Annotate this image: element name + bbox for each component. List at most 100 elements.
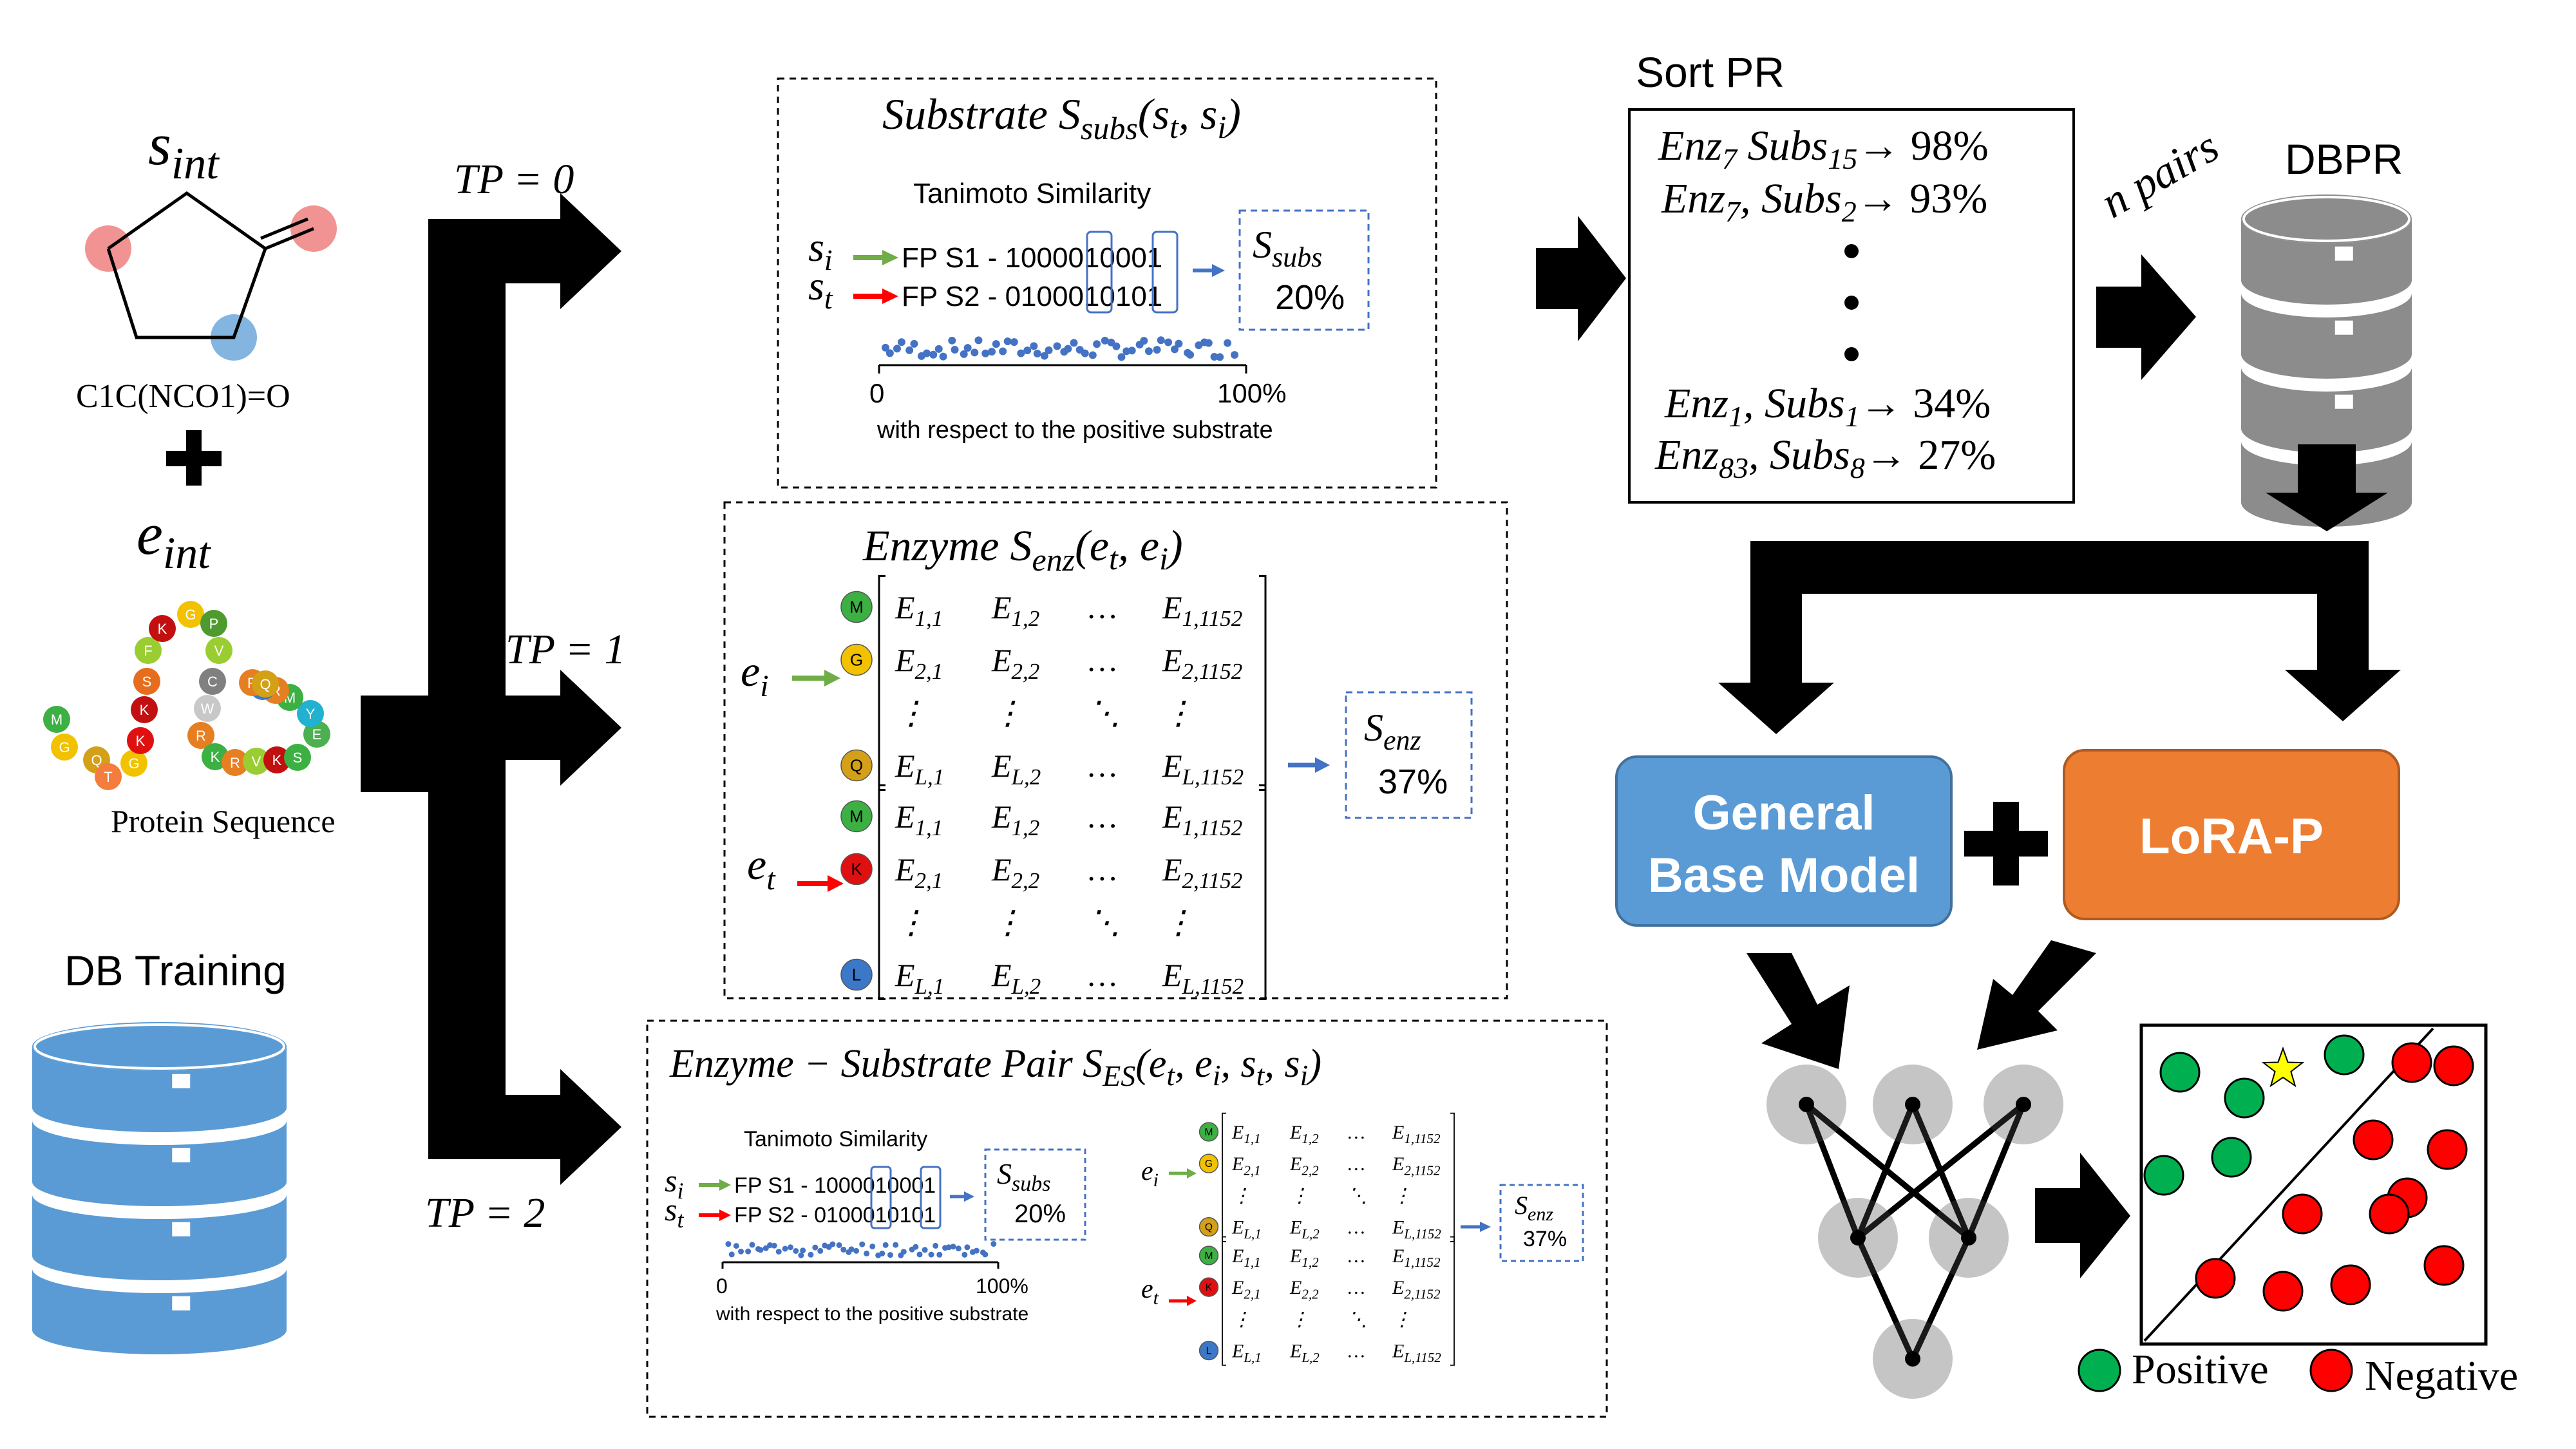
pair-enzyme-score-value: 37% [1523, 1227, 1567, 1251]
matrix-cell: EL,1152 [1162, 957, 1244, 999]
residue-bead: T [95, 763, 122, 790]
residue-letter: K [140, 702, 149, 718]
matrix-bracket-right [1259, 574, 1267, 791]
fingerprint-row-2: FP S2 - 0100010101 [902, 281, 1162, 312]
dbpr-label: DBPR [2285, 135, 2403, 183]
matrix-residue-bead: Q [840, 749, 873, 782]
similarity-dot [762, 1245, 769, 1251]
matrix-residue-bead: M [1198, 1245, 1219, 1265]
blue-arrow-icon [1193, 264, 1225, 277]
residue-letter: P [209, 616, 219, 632]
similarity-dot [945, 1244, 952, 1251]
svg-text:sint: sint [148, 111, 220, 189]
branch-arrows [361, 193, 621, 1185]
e-t-symbol: et [747, 840, 776, 896]
matrix-cell: E2,2 [1289, 1277, 1319, 1302]
residue-letter: K [211, 749, 220, 765]
similarity-dot [829, 1241, 836, 1247]
similarity-dot [787, 1244, 793, 1251]
similarity-dot [733, 1243, 739, 1249]
negative-point [2195, 1258, 2236, 1299]
matrix-residue-letter: M [849, 807, 864, 826]
similarity-dot [1023, 346, 1032, 355]
matrix-cell: ⋮ [895, 904, 927, 940]
similarity-dot [913, 1244, 919, 1250]
similarity-dot [988, 348, 996, 356]
matrix-bracket-left [1222, 1112, 1226, 1242]
db-layer [32, 1195, 287, 1280]
residue-bead: Y [297, 700, 324, 727]
axis-min-label: 0 [869, 378, 884, 408]
matrix-cell: E1,1152 [1162, 589, 1242, 631]
similarity-dot [749, 1242, 755, 1248]
matrix-residue-bead: K [840, 853, 873, 886]
positive-point [2211, 1137, 2252, 1178]
n-pairs-label: n pairs [2093, 122, 2228, 228]
double-bond [260, 217, 308, 240]
similarity-dot [971, 348, 979, 357]
pair-fingerprint-row-1: FP S1 - 1000010001 [734, 1173, 936, 1198]
pair-panel-title: Enzyme − Substrate Pair SES(et, ei, st, … [669, 1042, 1321, 1092]
negative-point [2427, 1129, 2468, 1170]
matrix-cell: E2,1152 [1392, 1277, 1441, 1302]
matrix-bracket-right [1450, 1112, 1455, 1242]
negative-point [2262, 1271, 2304, 1312]
similarity-dot [1093, 340, 1101, 348]
matrix-cell: … [1348, 1245, 1365, 1267]
db-training-label: DB Training [64, 947, 287, 994]
matrix-bracket-left [1222, 1236, 1226, 1366]
similarity-dot [1101, 336, 1109, 345]
matrix-cell: EL,1152 [1392, 1217, 1441, 1242]
matrix-cell: … [1088, 642, 1117, 678]
matrix-cell: EL,2 [991, 748, 1041, 790]
enzyme-score-box [1345, 691, 1473, 819]
similarity-dot [782, 1245, 788, 1252]
similarity-dot [859, 1241, 866, 1247]
residue-letter: M [51, 712, 62, 728]
protein-sequence-graphic: MGQTGKKSFKGPVCWRKRVKSEYMRLRQ [43, 601, 330, 790]
smiles-string: C1C(NCO1)=O [76, 378, 290, 415]
matrix-cell: … [1348, 1153, 1365, 1175]
positive-point [2159, 1052, 2201, 1093]
negative-point [2330, 1264, 2371, 1305]
legend: Positive Negative [2078, 1346, 2518, 1399]
red-arrow-icon [699, 1209, 731, 1221]
similarity-dot [1033, 349, 1041, 357]
similarity-dot [798, 1252, 804, 1258]
similarity-dot [897, 338, 905, 346]
matrix-cell: E2,1 [895, 851, 943, 893]
residue-bead: S [284, 744, 311, 771]
enzyme-panel-title: Enzyme Senz(et, ei) [862, 521, 1183, 578]
pair-panel: Enzyme − Substrate Pair SES(et, ei, st, … [646, 1019, 1608, 1418]
residue-bead: S [133, 668, 160, 695]
similarity-dot [910, 339, 918, 348]
similarity-dot [1128, 346, 1136, 355]
residue-bead: M [43, 706, 70, 733]
matrix-cell: EL,1152 [1162, 748, 1244, 790]
positive-legend-marker [2078, 1349, 2121, 1392]
s-int-heading: sint [148, 111, 220, 189]
ellipsis-dot [1844, 296, 1859, 310]
matrix-residue-letter: M [1205, 1251, 1213, 1262]
similarity-dot [1170, 345, 1179, 354]
matrix-cell: … [1088, 748, 1117, 784]
matrix-cell: … [1348, 1122, 1365, 1143]
matrix-bracket-left [878, 784, 886, 1000]
matrix-residue-letter: Q [1205, 1222, 1213, 1233]
matrix-cell: ⋮ [1392, 1309, 1412, 1330]
negative-point [2433, 1045, 2474, 1086]
matrix-cell: E1,2 [991, 799, 1039, 840]
axis-caption: with respect to the positive substrate [876, 417, 1273, 444]
matrix-residue-letter: Q [850, 756, 863, 775]
protein-sequence-label: Protein Sequence [111, 803, 336, 839]
negative-point [2391, 1042, 2432, 1083]
pair-similarity-distribution-dots [725, 1241, 997, 1258]
similarity-dot [767, 1242, 773, 1249]
residue-bead: G [51, 734, 78, 761]
similarity-dot [999, 347, 1007, 355]
negative-point [2369, 1193, 2410, 1235]
db-training-database-icon [32, 1022, 287, 1354]
